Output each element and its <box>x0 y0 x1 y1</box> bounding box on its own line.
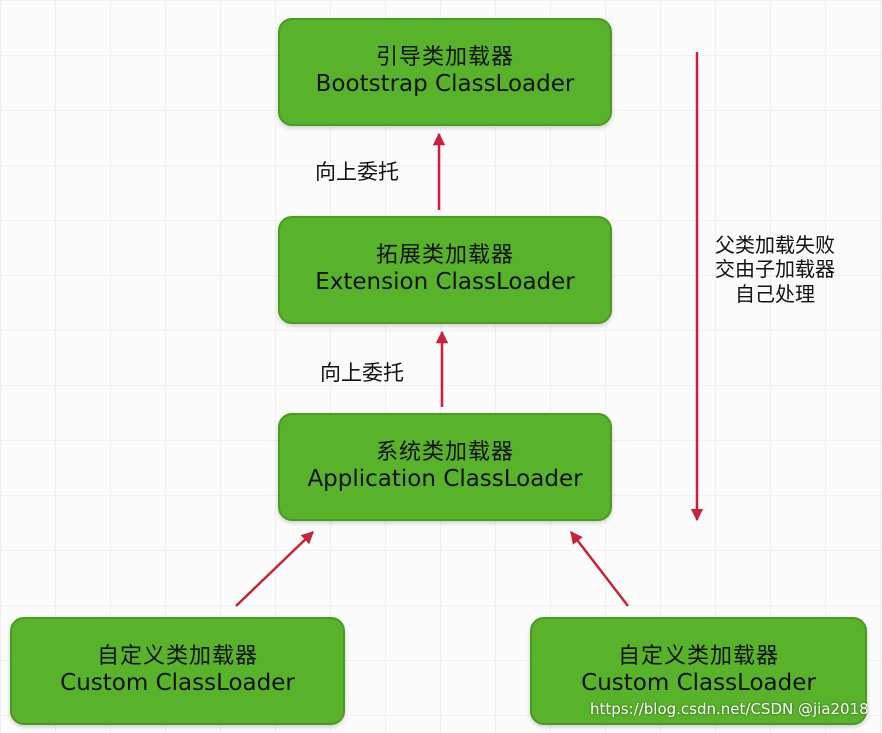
arrow-custom-left-to-application <box>235 531 314 607</box>
node-custom-classloader-left: 自定义类加载器 Custom ClassLoader <box>10 617 345 725</box>
node-custom-right-en-label: Custom ClassLoader <box>581 670 816 697</box>
edge-label-delegate-up-1: 向上委托 <box>315 160 399 184</box>
node-bootstrap-classloader: 引导类加载器 Bootstrap ClassLoader <box>278 18 612 126</box>
node-extension-cn-label: 拓展类加载器 <box>375 243 514 269</box>
node-custom-classloader-right: 自定义类加载器 Custom ClassLoader <box>530 617 867 725</box>
node-application-classloader: 系统类加载器 Application ClassLoader <box>278 413 612 521</box>
node-application-cn-label: 系统类加载器 <box>375 440 514 466</box>
node-bootstrap-cn-label: 引导类加载器 <box>375 45 514 71</box>
watermark-text: https://blog.csdn.net/CSDN @jia2018 <box>590 700 869 718</box>
side-note-line-2: 交由子加载器 <box>715 257 835 282</box>
node-custom-left-cn-label: 自定义类加载器 <box>96 644 258 670</box>
arrow-custom-right-to-application <box>570 531 629 607</box>
side-note-line-1: 父类加载失败 <box>715 233 835 257</box>
node-extension-classloader: 拓展类加载器 Extension ClassLoader <box>278 216 612 324</box>
node-bootstrap-en-label: Bootstrap ClassLoader <box>315 71 575 98</box>
node-extension-en-label: Extension ClassLoader <box>315 269 575 296</box>
node-application-en-label: Application ClassLoader <box>307 466 583 493</box>
node-custom-right-cn-label: 自定义类加载器 <box>617 644 779 670</box>
side-note-fallback: 父类加载失败 交由子加载器 自己处理 <box>700 233 850 306</box>
side-note-line-3: 自己处理 <box>735 281 815 306</box>
edge-label-delegate-up-2: 向上委托 <box>320 361 404 385</box>
node-custom-left-en-label: Custom ClassLoader <box>60 670 295 697</box>
